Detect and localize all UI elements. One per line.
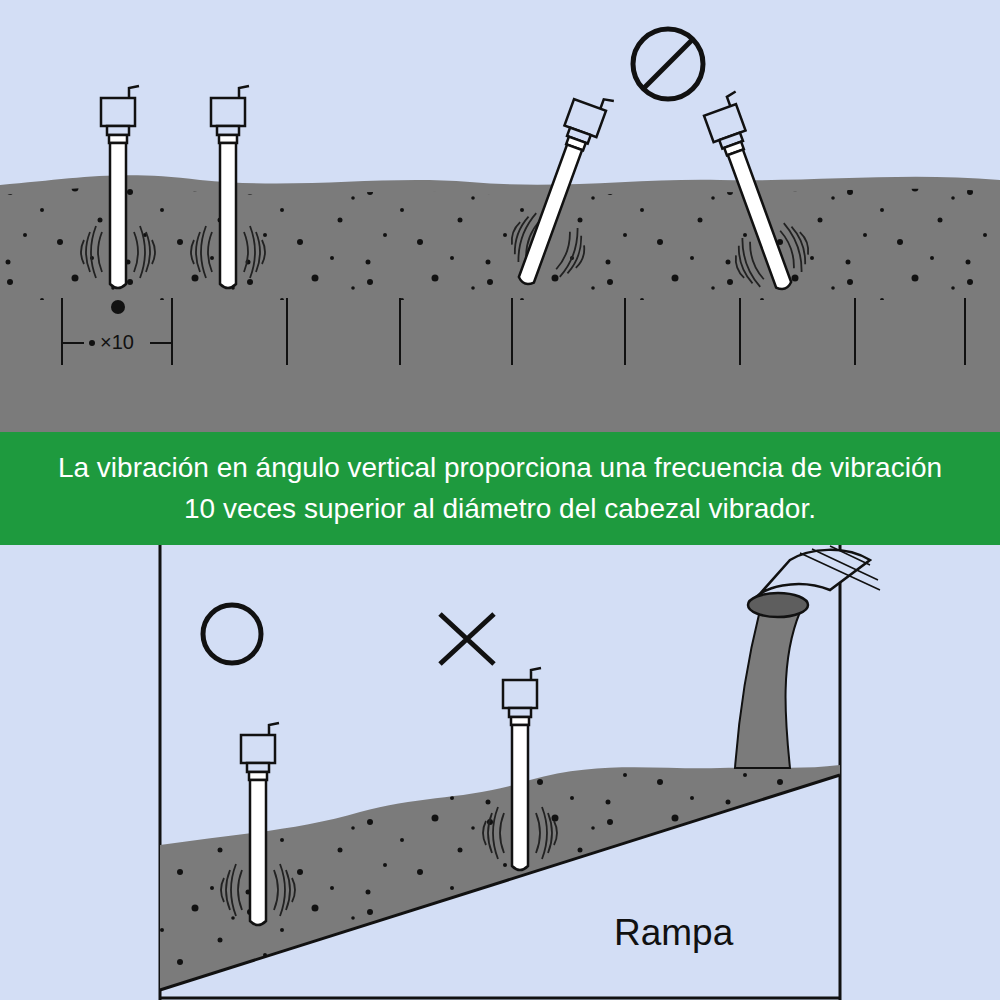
prohibited-symbol (633, 29, 703, 99)
wrong-symbol (440, 614, 494, 664)
correct-symbol (203, 605, 261, 663)
vibrator-vertical (81, 86, 265, 288)
ramp-label: Rampa (612, 912, 735, 954)
vibrator-tilted (504, 88, 815, 294)
vibrator-ramp (221, 668, 557, 925)
spacing-ticks (62, 298, 965, 365)
concrete-texture (0, 187, 1000, 300)
concrete-mass (0, 175, 1000, 432)
small-dot (89, 340, 95, 346)
caption-text: La vibración en ángulo vertical proporci… (40, 448, 960, 529)
caption-band: La vibración en ángulo vertical proporci… (0, 432, 1000, 545)
ramp-frame (160, 545, 840, 1000)
dimension-label: ×10 (98, 331, 136, 354)
chute (735, 546, 880, 768)
head-diameter-dot (111, 300, 125, 314)
